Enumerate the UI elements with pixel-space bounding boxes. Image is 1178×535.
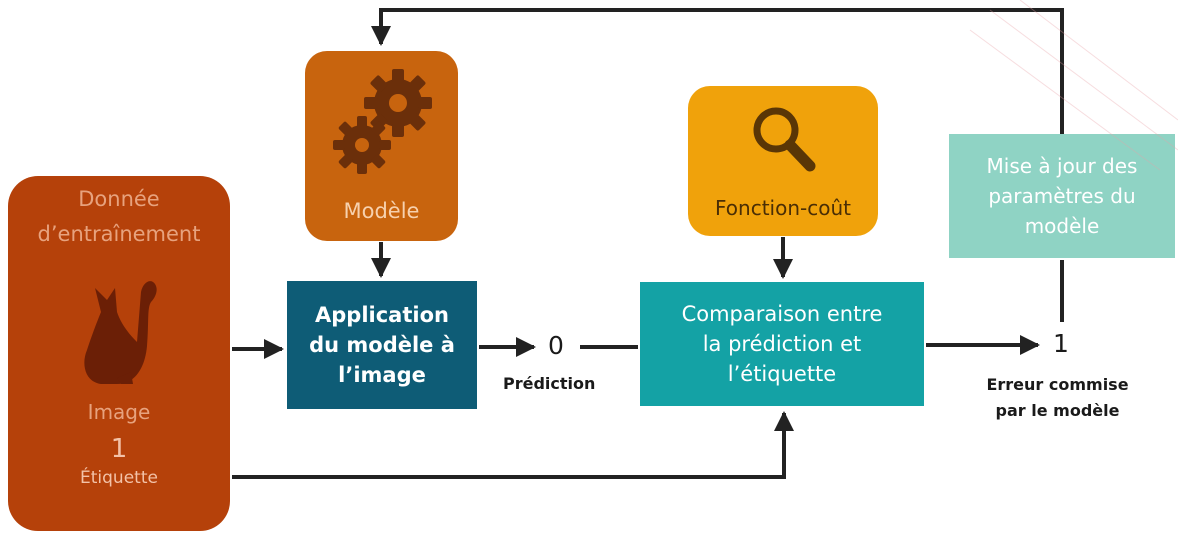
comparison-box: Comparaison entre la prédiction et l’éti…	[640, 282, 924, 406]
gears-icon	[333, 69, 432, 174]
watermark	[969, 0, 1178, 171]
prediction-label: Prédiction	[503, 374, 596, 393]
update-line2: paramètres du	[988, 184, 1136, 208]
image-label: Image	[87, 400, 151, 424]
training-data-box: Donnée d’entraînement Image 1 Étiquette	[8, 176, 230, 531]
comparison-line2: la prédiction et	[702, 332, 862, 356]
magnifier-icon	[753, 107, 816, 172]
error-label-line2: par le modèle	[995, 401, 1120, 420]
cat-icon	[84, 281, 157, 384]
update-parameters-box: Mise à jour des paramètres du modèle	[949, 134, 1175, 258]
label-value: 1	[110, 434, 128, 464]
label-caption: Étiquette	[80, 468, 158, 488]
training-data-title-line1: Donnée	[78, 187, 160, 211]
error-label: Erreur commise par le modèle	[960, 372, 1155, 424]
arrow-label-to-comparison	[232, 411, 794, 479]
update-line3: modèle	[1024, 214, 1100, 238]
application-line3: l’image	[338, 363, 426, 387]
arrow-update-to-model	[371, 8, 1064, 134]
application-box: Application du modèle à l’image	[287, 281, 477, 409]
prediction-value: 0	[548, 331, 564, 360]
model-box: Modèle	[305, 51, 458, 241]
error-value: 1	[1053, 329, 1069, 358]
update-line1: Mise à jour des	[986, 154, 1138, 178]
comparison-line3: l’étiquette	[727, 362, 837, 386]
training-data-title-line2: d’entraînement	[37, 222, 201, 246]
comparison-line1: Comparaison entre	[681, 302, 883, 326]
cost-function-label: Fonction-coût	[715, 196, 851, 220]
error-label-line1: Erreur commise	[986, 375, 1129, 394]
model-label: Modèle	[343, 199, 420, 223]
application-line2: du modèle à	[309, 333, 455, 357]
application-line1: Application	[315, 303, 449, 327]
cost-function-box: Fonction-coût	[688, 86, 878, 236]
